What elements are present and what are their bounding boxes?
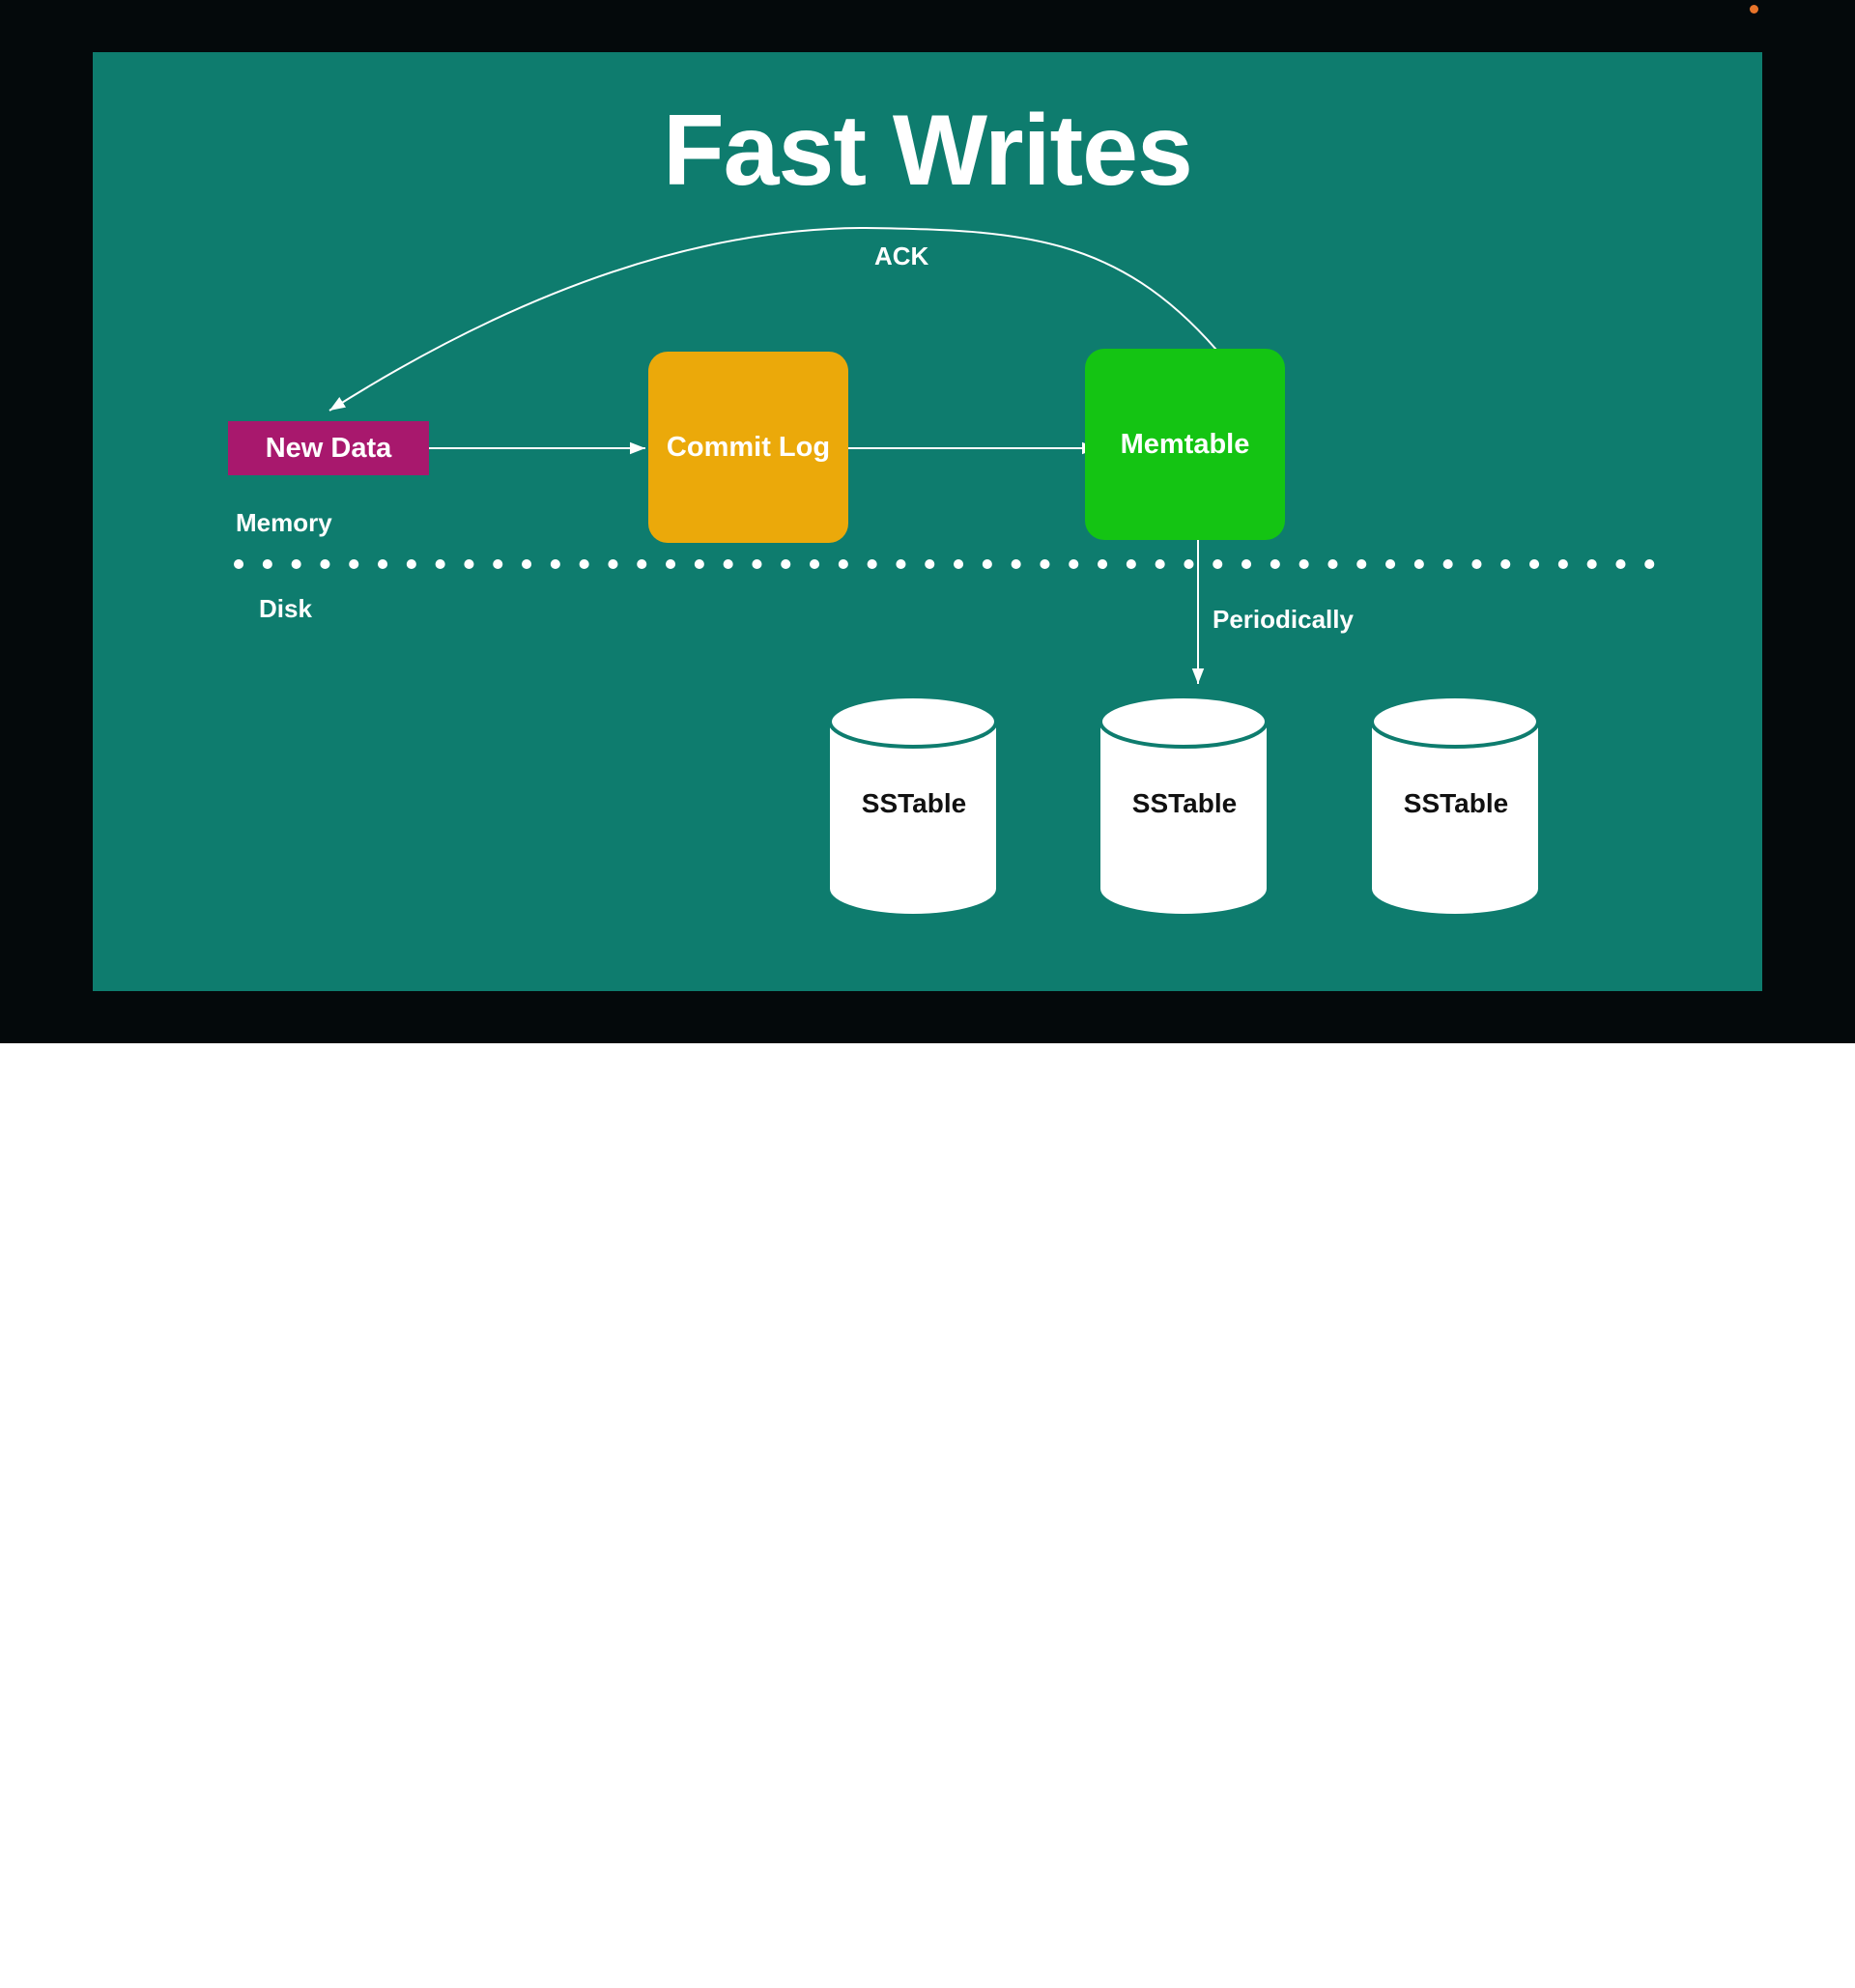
slide-title: Fast Writes [663, 95, 1193, 207]
sstable-label: SSTable [861, 788, 967, 818]
commit-log-node: Commit Log [648, 352, 848, 543]
periodically-label: Periodically [1213, 605, 1354, 634]
sstable-cylinder-icon [1370, 695, 1540, 914]
commit-log-label: Commit Log [666, 431, 831, 463]
video-frame: Fast Writes ACK New Data Commit Log Memt… [0, 0, 1855, 1043]
memtable-label: Memtable [1120, 428, 1250, 460]
sstable-cylinder-icon [828, 695, 998, 914]
diagram-connectors [234, 226, 1661, 914]
new-data-node: New Data [228, 421, 429, 475]
sstable-label: SSTable [1131, 788, 1238, 818]
sstable-cylinder-icon [1099, 695, 1269, 914]
recording-indicator-icon [1750, 5, 1758, 14]
disk-region-label: Disk [259, 594, 312, 623]
memtable-node: Memtable [1085, 349, 1285, 540]
memory-region-label: Memory [236, 508, 332, 537]
slide: Fast Writes ACK New Data Commit Log Memt… [93, 52, 1762, 991]
sstable-label: SSTable [1403, 788, 1509, 818]
ack-label: ACK [874, 241, 929, 270]
ack-arrow [328, 226, 1217, 412]
new-data-label: New Data [265, 432, 392, 464]
